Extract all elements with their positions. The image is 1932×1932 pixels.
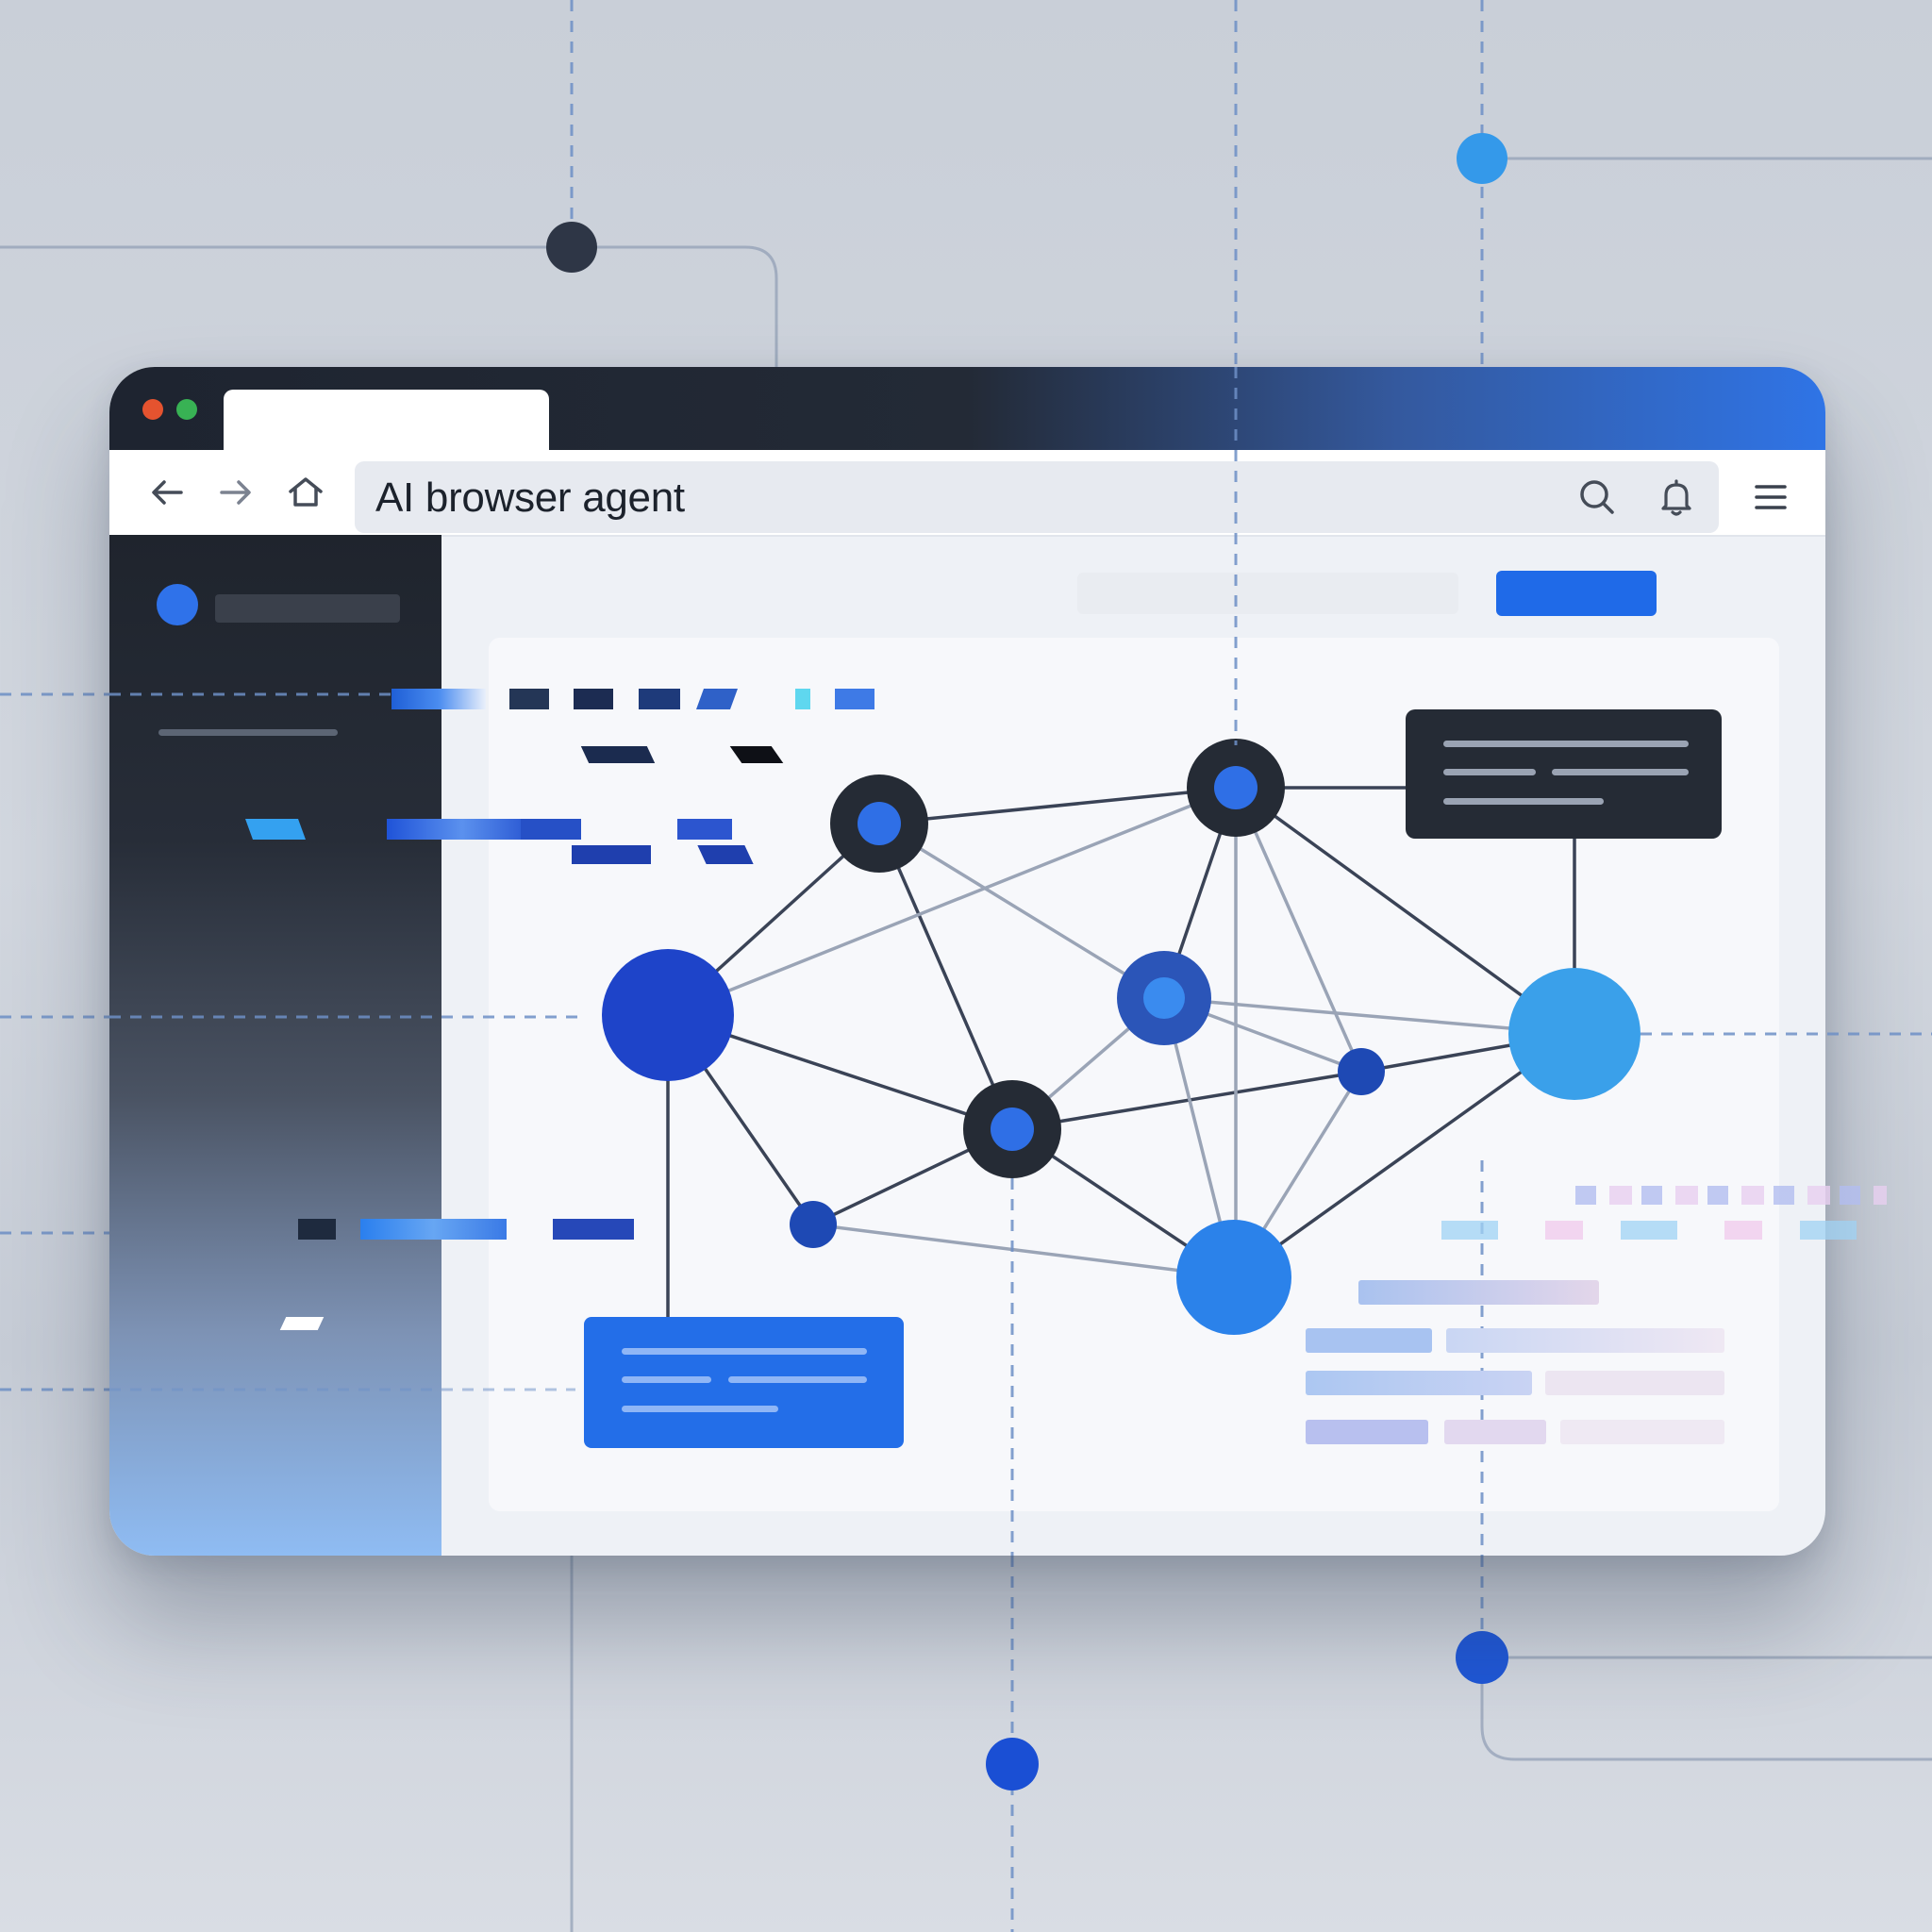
text-line-placeholder xyxy=(622,1376,711,1383)
graph-node-small[interactable] xyxy=(790,1201,837,1248)
sidebar xyxy=(109,535,441,1556)
notifications-button[interactable] xyxy=(1653,474,1700,521)
sidebar-title-placeholder xyxy=(215,594,400,623)
glitch-strip xyxy=(298,1219,336,1240)
glitch-strip xyxy=(391,689,486,709)
text-line-placeholder xyxy=(1443,769,1536,775)
glitch-strip xyxy=(580,746,656,763)
browser-tab[interactable] xyxy=(224,390,549,456)
circuit-node xyxy=(986,1738,1039,1790)
graph-node-dark[interactable] xyxy=(1187,739,1285,837)
glitch-strip xyxy=(574,689,613,709)
close-window-button[interactable] xyxy=(142,399,163,420)
circuit-node xyxy=(1456,1631,1508,1684)
table-cell-placeholder xyxy=(1306,1371,1532,1395)
glitch-strip xyxy=(1441,1221,1885,1240)
circuit-line xyxy=(1480,1657,1932,1761)
address-bar[interactable]: AI browser agent xyxy=(355,461,1719,533)
back-button[interactable] xyxy=(143,469,191,516)
glitch-strip xyxy=(279,1317,325,1330)
glitch-strip xyxy=(521,819,581,840)
table-cell-placeholder xyxy=(1545,1371,1724,1395)
graph-node-small[interactable] xyxy=(1338,1048,1385,1095)
sidebar-avatar[interactable] xyxy=(157,584,198,625)
bell-icon xyxy=(1661,479,1691,516)
graph-node-blue[interactable] xyxy=(1117,951,1211,1045)
maximize-window-button[interactable] xyxy=(176,399,197,420)
glitch-strip xyxy=(697,845,754,864)
circuit-node xyxy=(1457,133,1507,184)
table-cell-placeholder xyxy=(1306,1328,1432,1353)
search-button[interactable] xyxy=(1574,474,1621,521)
text-line-placeholder xyxy=(622,1406,778,1412)
glitch-strip xyxy=(244,819,307,840)
graph-node-bright-blue[interactable] xyxy=(1176,1220,1291,1335)
glitch-strip xyxy=(795,689,810,709)
circuit-node xyxy=(546,222,597,273)
glitch-strip xyxy=(1575,1186,1887,1205)
graph-node-dark[interactable] xyxy=(830,774,928,873)
table-row-placeholder xyxy=(1358,1280,1599,1305)
search-icon xyxy=(1580,480,1614,514)
forward-button[interactable] xyxy=(212,469,259,516)
selected-node-card[interactable] xyxy=(584,1317,904,1448)
menu-button[interactable] xyxy=(1747,474,1794,521)
graph-node-light-blue[interactable] xyxy=(1508,968,1641,1100)
glitch-strip xyxy=(553,1219,634,1240)
text-line-placeholder xyxy=(728,1376,867,1383)
title-bar xyxy=(109,367,1825,456)
arrow-left-icon xyxy=(152,480,183,505)
glitch-strip xyxy=(509,689,549,709)
graph-node-dark[interactable] xyxy=(963,1080,1061,1178)
home-button[interactable] xyxy=(282,469,329,516)
glitch-strip xyxy=(387,819,538,840)
sidebar-item-placeholder[interactable] xyxy=(158,729,338,736)
table-cell-placeholder xyxy=(1306,1420,1428,1444)
content-search-field[interactable] xyxy=(1077,573,1458,614)
glitch-strip xyxy=(639,689,680,709)
table-cell-placeholder xyxy=(1560,1420,1724,1444)
table-cell-placeholder xyxy=(1444,1420,1546,1444)
glitch-strip xyxy=(835,689,874,709)
table-cell-placeholder xyxy=(1446,1328,1724,1353)
hamburger-menu-icon xyxy=(1755,485,1787,509)
arrow-right-icon xyxy=(220,480,251,505)
primary-action-button[interactable] xyxy=(1496,571,1657,616)
glitch-strip xyxy=(572,845,651,864)
home-icon xyxy=(289,477,323,507)
text-line-placeholder xyxy=(622,1348,867,1355)
text-line-placeholder xyxy=(1443,741,1689,747)
node-info-card[interactable] xyxy=(1406,709,1722,839)
glitch-strip xyxy=(677,819,732,840)
glitch-strip xyxy=(360,1219,507,1240)
text-line-placeholder xyxy=(1552,769,1689,775)
graph-node-large[interactable] xyxy=(602,949,734,1081)
address-text: AI browser agent xyxy=(375,475,685,521)
text-line-placeholder xyxy=(1443,798,1604,805)
circuit-line xyxy=(0,245,778,367)
